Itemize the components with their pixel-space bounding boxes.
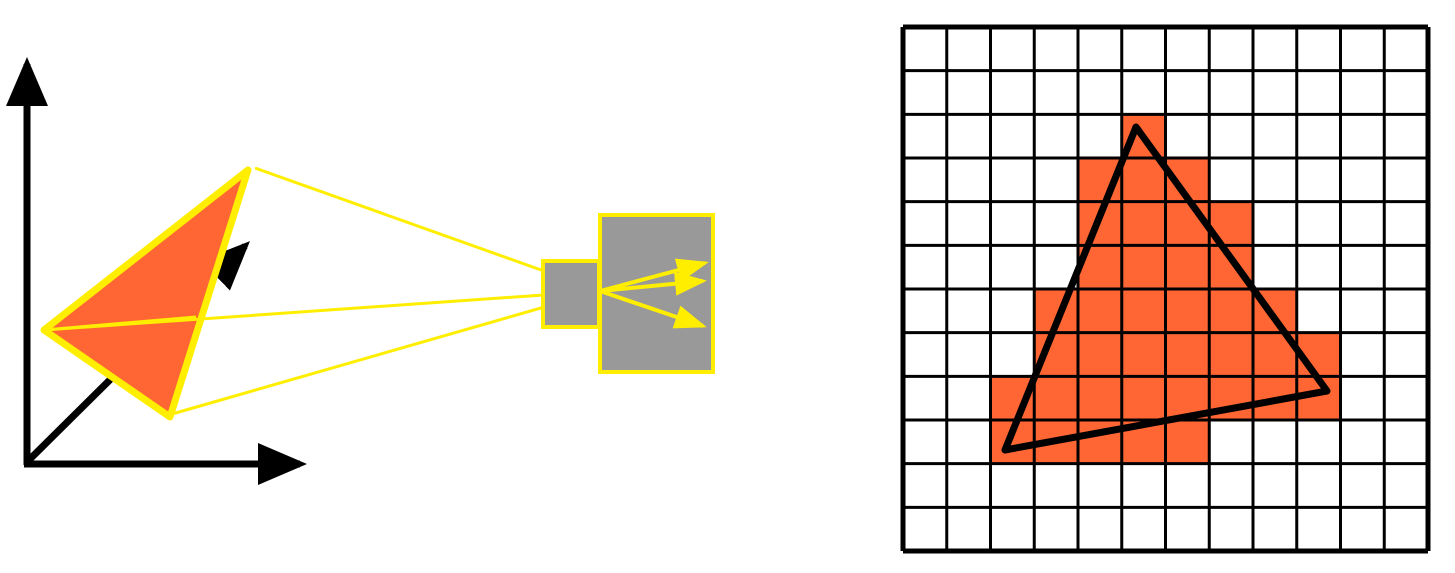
filled-pixel <box>1165 289 1210 333</box>
camera-body <box>598 213 715 374</box>
filled-pixel <box>1165 420 1210 464</box>
raster-grid <box>900 24 1431 554</box>
filled-pixel <box>1121 376 1166 420</box>
filled-pixel <box>1121 245 1166 289</box>
3d-triangle <box>40 166 252 421</box>
projection-ray <box>43 289 601 332</box>
filled-pixel <box>1165 332 1210 377</box>
image-ray <box>599 271 707 296</box>
image-plane-rays <box>599 258 709 329</box>
filled-pixel <box>1165 245 1210 289</box>
projection-scene <box>5 57 715 485</box>
grid-lines <box>900 24 1431 554</box>
filled-pixel <box>1121 332 1166 377</box>
pinhole-camera <box>541 213 715 374</box>
filled-pixel <box>1121 158 1166 202</box>
image-ray <box>599 258 709 293</box>
camera-lens <box>541 259 601 329</box>
projected-triangle-outline <box>1001 123 1331 454</box>
filled-pixel <box>1078 289 1122 333</box>
filled-pixel <box>1078 376 1122 420</box>
filled-pixel <box>1121 289 1166 333</box>
filled-pixel <box>1078 332 1122 377</box>
image-ray <box>599 289 707 329</box>
filled-pixel <box>1121 201 1166 246</box>
filled-pixel <box>1034 376 1078 420</box>
filled-pixel <box>1209 332 1253 377</box>
projection-ray <box>171 289 601 416</box>
filled-pixel <box>1209 289 1253 333</box>
